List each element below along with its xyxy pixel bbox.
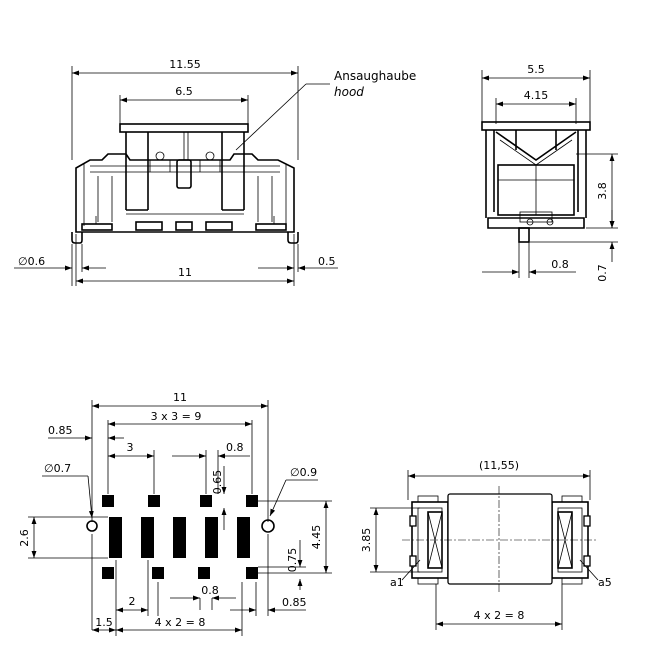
side-inner-width-label: 4.15 [524, 89, 549, 102]
detail-a5-label: a5 [598, 576, 612, 589]
fp-offset-bottom-label: 1.5 [95, 616, 113, 629]
fp-height-right-label: 4.45 [310, 525, 323, 550]
front-edge-offset-label: 0.5 [318, 255, 336, 268]
fp-pitch-2-label: 2 [129, 595, 136, 608]
front-overall-width-label: 11.55 [169, 58, 201, 71]
detail-a1-label: a1 [390, 576, 404, 589]
top-overall-width-label: (11,55) [479, 459, 519, 472]
fp-pad-height-small-label: 0.75 [286, 548, 299, 573]
side-pin-height-label: 0.7 [596, 264, 609, 282]
hood-label-de: Ansaughaube [334, 69, 416, 83]
fp-edge-left-label: 0.85 [48, 424, 73, 437]
front-view: 11.55 6.5 [14, 58, 416, 286]
fp-height-left-label: 2.6 [18, 529, 31, 547]
side-pin-offset-label: 0.8 [551, 258, 569, 271]
front-body-width-label: 11 [178, 266, 192, 279]
peg-hole-right [261, 519, 275, 533]
fp-peg-hole-left-label: ∅0.7 [44, 462, 71, 475]
fp-peg-hole-right-label: ∅0.9 [290, 466, 317, 479]
top-height-label: 3.85 [360, 528, 373, 553]
fp-pad-span-label: 3 x 3 = 9 [151, 410, 202, 423]
fp-pad-width-bottom-label: 0.8 [201, 584, 219, 597]
peg-hole-left [86, 520, 98, 532]
footprint-view: 11 3 x 3 = 9 0.85 3 0.8 ∅0.7 ∅0.9 0.65 [18, 391, 332, 636]
fp-overall-width-label: 11 [173, 391, 187, 404]
fp-pad-width-top-label: 0.8 [226, 441, 244, 454]
front-hood-width-label: 6.5 [175, 85, 193, 98]
fp-pitch-3-label: 3 [127, 441, 134, 454]
side-height-label: 3.8 [596, 182, 609, 200]
top-view: (11,55) 3.85 a1 a [360, 459, 612, 630]
top-pad-span-label: 4 x 2 = 8 [474, 609, 525, 622]
side-overall-width-label: 5.5 [527, 63, 545, 76]
hood-label-en: hood [334, 85, 364, 99]
side-view: 5.5 4.15 3.8 0.7 [481, 63, 618, 282]
front-pin-diameter-label: ∅0.6 [18, 255, 45, 268]
fp-edge-right-label: 0.85 [282, 596, 307, 609]
fp-pad-gap-label: 0.65 [211, 470, 224, 495]
fp-pad-span-bottom-label: 4 x 2 = 8 [155, 616, 206, 629]
